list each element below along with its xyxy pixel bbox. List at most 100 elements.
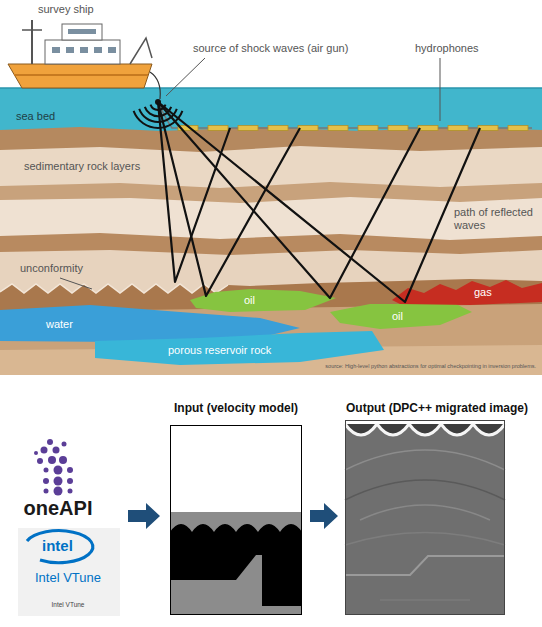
logo-dot: [54, 487, 63, 496]
hydrophone: [238, 126, 258, 131]
migrated-arcs: [345, 424, 505, 435]
migrated-curve: [380, 599, 470, 601]
ray-path: [158, 102, 230, 282]
ship-bridge: [62, 24, 102, 40]
vtune-logo: intelIntel VTuneIntel VTune: [18, 528, 120, 616]
rock-layer: [0, 127, 542, 375]
layer-label: sedimentary rock layers: [24, 160, 140, 173]
hull-stripe: [14, 74, 148, 76]
callout-label: hydrophones: [415, 42, 479, 55]
migrated-curve: [360, 505, 490, 520]
rock-layer: [0, 182, 542, 375]
hydrophone: [418, 126, 438, 131]
hydrophone: [208, 126, 228, 131]
vtune-tile: [18, 528, 120, 616]
leader-line: [166, 58, 205, 96]
velocity-layer: [170, 512, 302, 532]
migrated-reflectors: [345, 450, 505, 600]
hydrophone: [358, 126, 378, 131]
source-note: source: High-level python abstractions f…: [325, 363, 536, 369]
rock-layer: [0, 197, 542, 375]
layer-label: sea bed: [16, 110, 55, 123]
logo-dot: [68, 489, 73, 494]
oil-zone: [190, 289, 336, 312]
zone-label: porous reservoir rock: [168, 344, 271, 357]
flow-arrow: [310, 503, 338, 529]
hydrophone: [298, 126, 318, 131]
migrated-curve: [345, 556, 505, 575]
logo-dot: [54, 477, 63, 486]
logo-caption: Intel VTune: [51, 601, 84, 608]
flow-arrow: [128, 503, 160, 529]
hydrophone: [478, 126, 498, 131]
ship-mast: [22, 29, 42, 31]
ship-window: [108, 47, 116, 53]
logo-dot: [41, 447, 48, 454]
reservoir-rock: [95, 331, 384, 365]
migrated-arc: [345, 424, 377, 435]
logo-dot: [44, 468, 49, 473]
ship-window: [80, 47, 88, 53]
hydrophone: [388, 126, 408, 131]
hydrophone: [508, 126, 528, 131]
callout-label: unconformity: [20, 262, 83, 275]
logo-text: Intel VTune: [35, 571, 101, 586]
velocity-model-panel: Input (velocity model): [170, 425, 302, 615]
migrated-curve: [345, 480, 505, 500]
logo-dot: [44, 489, 49, 494]
logo-dot: [62, 442, 67, 447]
zone-label: oil: [392, 310, 403, 323]
leader-line: [60, 278, 92, 289]
callout-label: source of shock waves (air gun): [193, 42, 348, 55]
velocity-layer: [170, 524, 302, 615]
rock-layer: [0, 233, 542, 375]
migrated-arc: [473, 424, 505, 435]
tow-cable: [150, 72, 160, 99]
rock-layer: [0, 250, 542, 375]
logo-dot: [47, 439, 53, 445]
streamer-cable: [158, 102, 532, 128]
logo-dot: [67, 478, 73, 484]
callout-label: path of reflected waves: [454, 206, 538, 231]
zone-label: water: [46, 318, 73, 331]
ray-path: [158, 102, 480, 302]
zone-label: oil: [244, 294, 255, 307]
ship-crane: [130, 38, 152, 64]
hydrophone: [328, 126, 348, 131]
deck-house: [45, 40, 120, 64]
migrated-arc: [377, 424, 409, 435]
sky: [0, 0, 542, 375]
ship-hull: [8, 64, 152, 88]
panel-heading: Output (DPC++ migrated image): [346, 402, 528, 416]
rock-layer: [0, 279, 542, 375]
migrated-curve: [345, 450, 505, 470]
logo-text: oneAPI: [24, 497, 93, 520]
zone-label: gas: [474, 286, 492, 299]
oneapi-mark: [34, 439, 73, 496]
logo-dot: [37, 458, 43, 464]
ship-label: survey ship: [38, 3, 94, 16]
ship-mast: [31, 20, 33, 64]
logo-dot: [59, 456, 67, 464]
logo-dot: [48, 456, 56, 464]
logo-word: intel: [42, 537, 73, 554]
logo-dot: [54, 466, 63, 475]
logo-swoosh: [27, 531, 93, 563]
panel-heading: Input (velocity model): [174, 402, 298, 416]
unconformity-line: [0, 284, 228, 293]
migrated-arc: [409, 424, 441, 435]
logo-dot: [67, 467, 73, 473]
logo-dot: [34, 451, 38, 455]
velocity-layer: [170, 555, 302, 615]
ship-window: [68, 29, 96, 34]
migrated-image-panel: Output (DPC++ migrated image): [345, 420, 505, 615]
wave-paths: [158, 102, 480, 302]
ship-window: [52, 47, 60, 53]
leader-line: [440, 58, 441, 121]
logo-dot: [53, 447, 60, 454]
migrated-curve: [345, 533, 505, 546]
migrated-arc: [441, 424, 473, 435]
migrated-ground: [345, 420, 505, 615]
oneapi-logo: oneAPI: [14, 436, 104, 524]
